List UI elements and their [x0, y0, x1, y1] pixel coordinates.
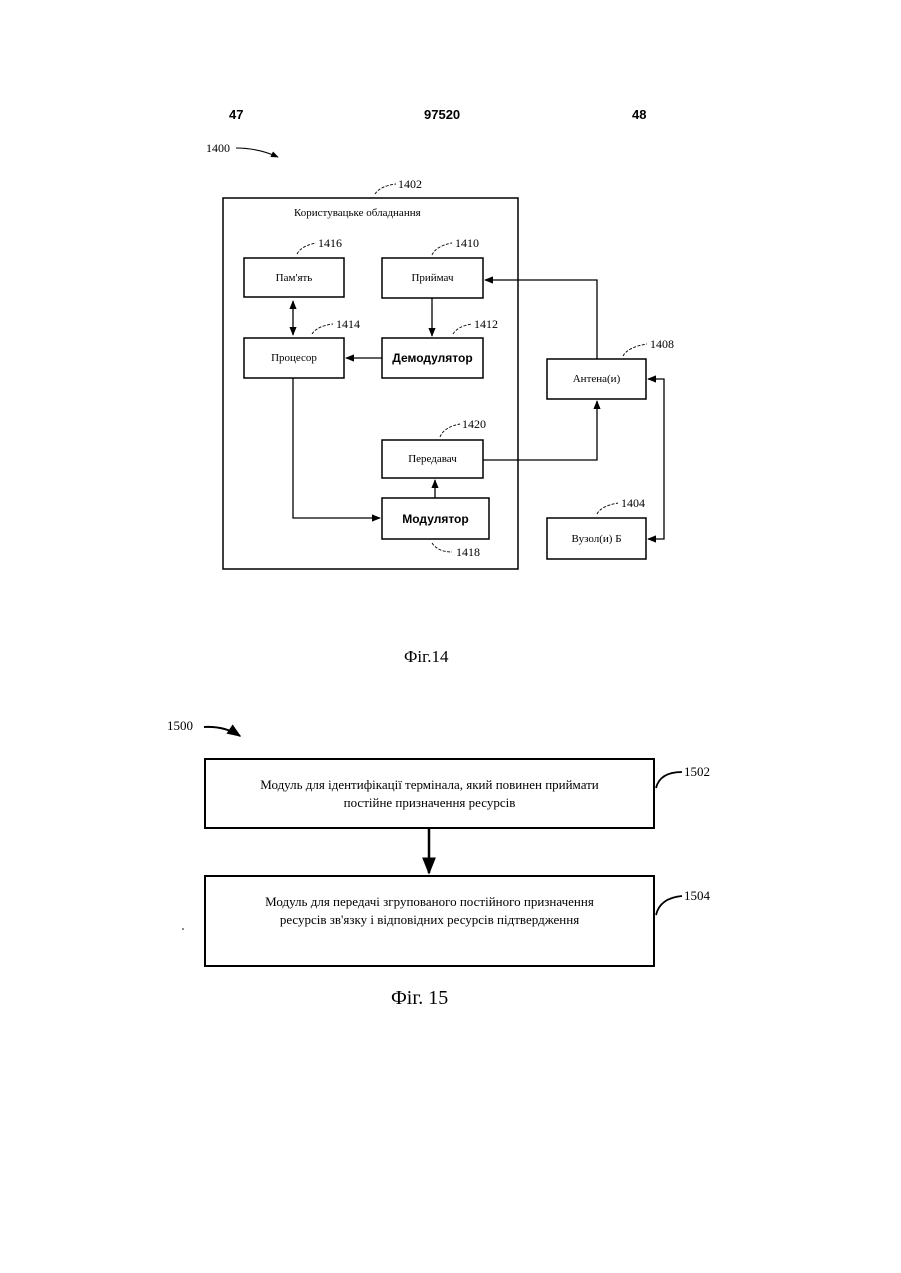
memory-label: Пам'ять: [244, 258, 344, 297]
demodulator-ref-label: 1412: [474, 317, 498, 332]
fig15-box2-line1: Модуль для передачі згрупованого постійн…: [265, 893, 594, 911]
fig15-box1-line2: постійне призначення ресурсів: [344, 794, 516, 812]
antenna-label: Антена(и): [547, 359, 646, 399]
antenna-receiver-link: [485, 280, 597, 359]
leader-1420: [440, 424, 460, 437]
modulator-ref-label: 1418: [456, 545, 480, 560]
fig15-box2-line2: ресурсів зв'язку і відповідних ресурсів …: [280, 911, 579, 929]
processor-ref-label: 1414: [336, 317, 360, 332]
processor-modulator-link: [293, 378, 380, 518]
antenna-nodeb-link: [648, 379, 664, 539]
fig15-box1-text: Модуль для ідентифікації термінала, який…: [205, 759, 654, 828]
modulator-label: Модулятор: [382, 498, 489, 539]
stray-dot: [182, 928, 184, 930]
leader-1402: [375, 184, 396, 194]
leader-1410: [432, 243, 452, 255]
leader-1412: [453, 324, 472, 334]
transmitter-label: Передавач: [382, 440, 483, 478]
demodulator-label: Демодулятор: [382, 338, 483, 378]
leader-1416: [297, 243, 316, 254]
transmitter-ref-label: 1420: [462, 417, 486, 432]
leader-1418: [432, 543, 452, 552]
fig15-box2-text: Модуль для передачі згрупованого постійн…: [205, 876, 654, 946]
receiver-ref-label: 1410: [455, 236, 479, 251]
fig15-ref-arrow: [204, 727, 240, 736]
memory-ref-label: 1416: [318, 236, 342, 251]
processor-label: Процесор: [244, 338, 344, 378]
container-ref-label: 1402: [398, 177, 422, 192]
leader-1414: [312, 324, 333, 334]
fig15-box1-line1: Модуль для ідентифікації термінала, який…: [260, 776, 599, 794]
nodeb-label: Вузол(и) Б: [547, 518, 646, 559]
fig14-ref-arrow: [236, 148, 278, 157]
receiver-label: Приймач: [382, 258, 483, 298]
fig14-caption: Фіг.14: [404, 647, 448, 667]
nodeb-ref-label: 1404: [621, 496, 645, 511]
leader-1504: [656, 896, 682, 915]
antenna-ref-label: 1408: [650, 337, 674, 352]
leader-1404: [597, 503, 618, 514]
fig15-box1-ref: 1502: [684, 764, 710, 780]
container-title: Користувацьке обладнання: [294, 207, 421, 219]
leader-1408: [623, 344, 647, 356]
fig15-ref-label: 1500: [167, 718, 193, 734]
transmitter-antenna-link: [483, 401, 597, 460]
fig15-caption: Фіг. 15: [391, 987, 448, 1010]
fig15-box2-ref: 1504: [684, 888, 710, 904]
leader-1502: [656, 772, 682, 788]
fig14-ref-label: 1400: [206, 141, 230, 156]
